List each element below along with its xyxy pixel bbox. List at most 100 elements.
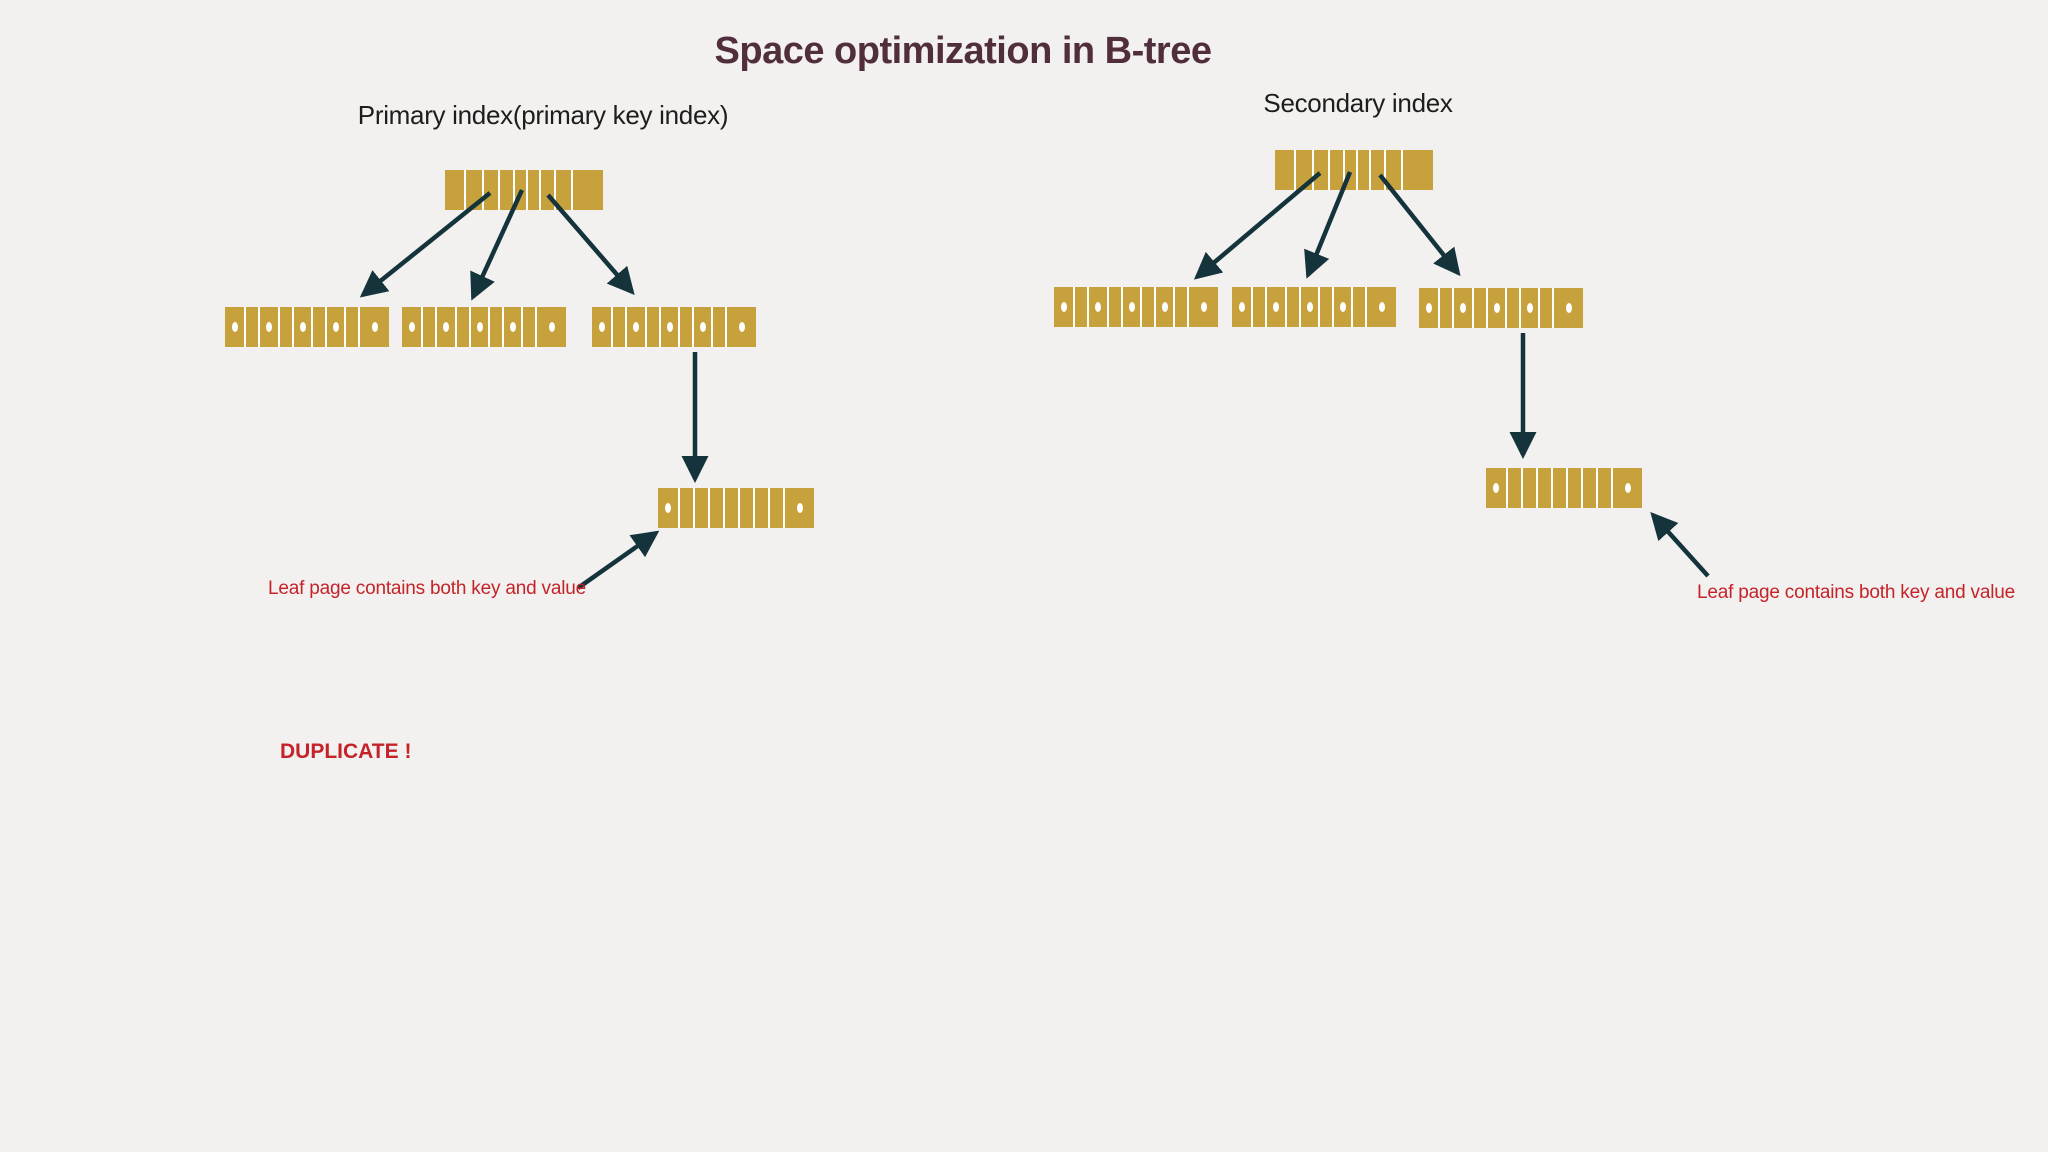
page-cell — [360, 307, 389, 347]
page-cell — [613, 307, 625, 347]
page-cell — [1474, 288, 1486, 328]
duplicate-annotation: DUPLICATE ! — [280, 740, 412, 763]
page-cell — [294, 307, 311, 347]
page-cell — [1253, 287, 1265, 327]
page-cell — [457, 307, 469, 347]
record-dot — [1238, 302, 1245, 312]
record-dot — [1425, 303, 1432, 313]
primary-internal-page-2 — [402, 307, 566, 347]
record-dot — [1128, 302, 1135, 312]
page-cell — [1296, 150, 1312, 190]
page-cell — [1403, 150, 1433, 190]
page-cell — [1345, 150, 1356, 190]
secondary-internal-page-2 — [1232, 287, 1396, 327]
record-dot — [266, 322, 272, 332]
page-cell — [740, 488, 753, 528]
page-cell — [1454, 288, 1472, 328]
page-cell — [541, 170, 554, 210]
page-cell — [1089, 287, 1107, 327]
page-cell — [658, 488, 678, 528]
record-dot — [699, 322, 706, 332]
page-cell — [1440, 288, 1452, 328]
secondary-internal-page-3 — [1419, 288, 1583, 328]
page-cell — [445, 170, 464, 210]
page-cell — [727, 307, 756, 347]
page-cell — [680, 488, 693, 528]
record-dot — [1526, 303, 1533, 313]
record-dot — [1060, 302, 1067, 312]
record-dot — [299, 322, 306, 332]
page-cell — [1267, 287, 1285, 327]
page-cell — [1330, 150, 1343, 190]
page-cell — [1386, 150, 1401, 190]
page-cell — [1538, 468, 1551, 508]
page-cell — [490, 307, 502, 347]
page-cell — [313, 307, 325, 347]
page-cell — [523, 307, 535, 347]
page-cell — [647, 307, 659, 347]
record-dot — [1161, 302, 1168, 312]
primary-internal-page-3 — [592, 307, 756, 347]
page-cell — [573, 170, 603, 210]
record-dot — [1565, 303, 1572, 313]
record-dot — [1378, 302, 1385, 312]
page-cell — [1123, 287, 1140, 327]
page-cell — [1232, 287, 1251, 327]
secondary-internal-page-1 — [1054, 287, 1218, 327]
record-dot — [509, 322, 516, 332]
record-dot — [598, 322, 605, 332]
page-cell — [1075, 287, 1087, 327]
record-dot — [332, 322, 339, 332]
page-cell — [694, 307, 711, 347]
record-dot — [371, 322, 378, 332]
page-cell — [1367, 287, 1396, 327]
page-cell — [1488, 288, 1505, 328]
page-cell — [1142, 287, 1154, 327]
page-cell — [1419, 288, 1438, 328]
page-cell — [725, 488, 738, 528]
page-cell — [1156, 287, 1173, 327]
page-cell — [504, 307, 521, 347]
page-cell — [770, 488, 783, 528]
page-cell — [1358, 150, 1369, 190]
record-dot — [1306, 302, 1313, 312]
page-cell — [1486, 468, 1506, 508]
record-dot — [408, 322, 415, 332]
page-cell — [556, 170, 571, 210]
primary-label-to-leaf-arrow — [576, 530, 660, 590]
page-cell — [280, 307, 292, 347]
record-dot — [1460, 303, 1466, 313]
page-cell — [627, 307, 645, 347]
record-dot — [1339, 302, 1346, 312]
page-cell — [423, 307, 435, 347]
leaf-annotation-primary: Leaf page contains both key and value — [268, 578, 586, 599]
record-dot — [1624, 483, 1631, 493]
page-cell — [661, 307, 678, 347]
page-cell — [755, 488, 768, 528]
record-dot — [666, 322, 673, 332]
page-cell — [1189, 287, 1218, 327]
page-cell — [1553, 468, 1566, 508]
page-cell — [1598, 468, 1611, 508]
primary-index-heading: Primary index(primary key index) — [357, 100, 729, 130]
page-cell — [1371, 150, 1384, 190]
page-cell — [1314, 150, 1328, 190]
page-cell — [528, 170, 539, 210]
page-cell — [1613, 468, 1642, 508]
page-cell — [1540, 288, 1552, 328]
primary-leaf-page — [658, 488, 814, 528]
page-cell — [260, 307, 278, 347]
page-cell — [246, 307, 258, 347]
page-cell — [1109, 287, 1121, 327]
page-cell — [1275, 150, 1294, 190]
page-cell — [346, 307, 358, 347]
page-cell — [1508, 468, 1521, 508]
record-dot — [796, 503, 803, 513]
record-dot — [1095, 302, 1101, 312]
page-cell — [592, 307, 611, 347]
page-cell — [327, 307, 344, 347]
record-dot — [231, 322, 238, 332]
page-cell — [1353, 287, 1365, 327]
